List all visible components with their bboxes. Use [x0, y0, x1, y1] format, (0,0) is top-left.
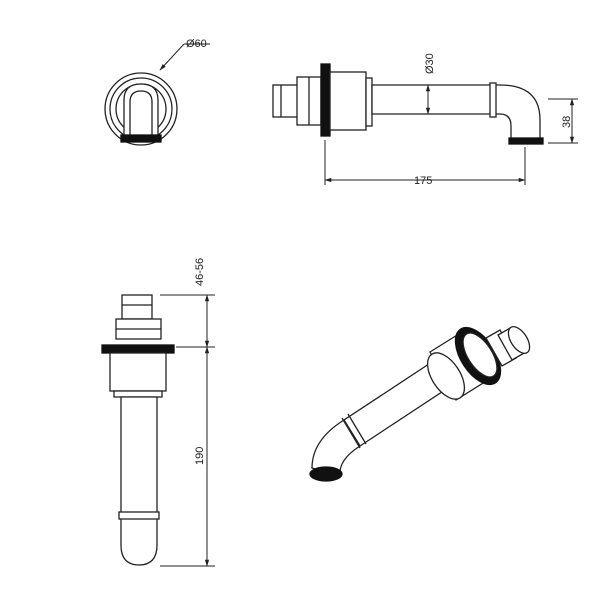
top-collar: [113, 390, 163, 398]
front-spout: [123, 83, 159, 138]
iso-outlet: [309, 466, 343, 482]
side-pipe: [371, 84, 541, 141]
front-flange-outer: [104, 72, 178, 146]
front-outlet: [120, 134, 162, 143]
pipe-diameter-label: Ø30: [424, 53, 436, 74]
body-length-label: 190: [194, 447, 206, 465]
wall-thickness-label: 46-56: [194, 258, 206, 286]
side-pipe-ring: [489, 82, 497, 118]
side-flange: [320, 63, 331, 137]
side-view: [272, 63, 544, 145]
side-dimensions: [324, 84, 578, 185]
front-spout-inner: [129, 90, 153, 138]
projection-label: 175: [414, 175, 432, 187]
front-view: [104, 72, 178, 146]
outlet-drop-label: 38: [561, 116, 573, 128]
flange-diameter-dimension: Ø60: [159, 38, 210, 71]
flange-diameter-label: Ø60: [186, 38, 207, 50]
top-body: [109, 352, 167, 392]
top-dimensions: [160, 294, 215, 567]
top-view: [101, 294, 175, 566]
top-flange: [101, 344, 175, 354]
side-body: [329, 71, 367, 131]
top-pipe: [120, 396, 158, 566]
isometric-view: [309, 326, 531, 482]
side-thread-end: [272, 84, 302, 118]
top-thread-end: [121, 294, 153, 320]
side-outlet: [508, 137, 544, 145]
side-collar: [365, 77, 373, 127]
top-pipe-ring: [118, 511, 160, 520]
